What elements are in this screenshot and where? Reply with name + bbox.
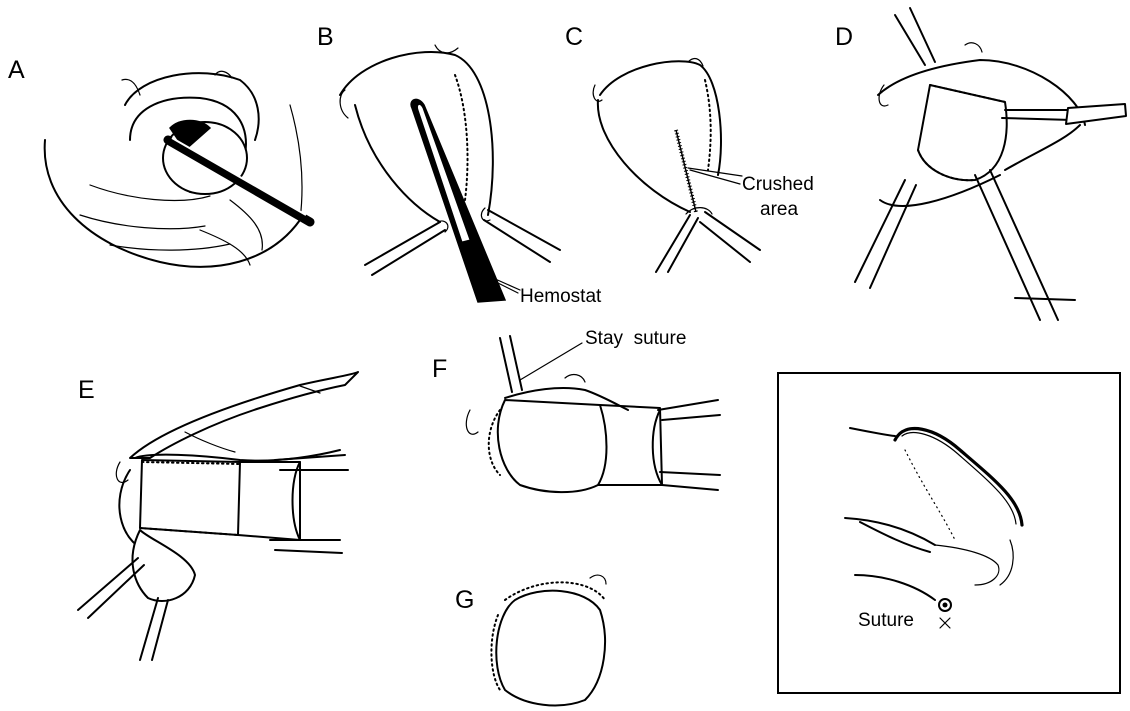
panel-a-illustration	[45, 71, 310, 267]
panel-label-c: C	[565, 23, 583, 51]
panel-label-e: E	[78, 376, 95, 404]
panel-d-illustration	[855, 8, 1126, 320]
suture-callout: Suture	[858, 610, 914, 631]
panel-f-illustration	[466, 336, 720, 492]
crushed-callout-line2: area	[760, 199, 798, 220]
panel-label-b: B	[317, 23, 334, 51]
panel-label-d: D	[835, 23, 853, 51]
inset-box	[778, 373, 1120, 693]
crushed-callout-line1: Crushed	[742, 174, 814, 195]
panel-g-illustration	[491, 575, 606, 705]
stay-suture-callout: Stay suture	[585, 328, 686, 349]
panel-label-f: F	[432, 355, 447, 383]
panel-b-illustration	[340, 45, 560, 302]
panel-e-illustration	[78, 372, 358, 660]
hemostat-callout: Hemostat	[520, 286, 602, 307]
panel-label-a: A	[8, 56, 25, 84]
panel-c-illustration	[593, 59, 760, 272]
panel-label-g: G	[455, 586, 474, 614]
